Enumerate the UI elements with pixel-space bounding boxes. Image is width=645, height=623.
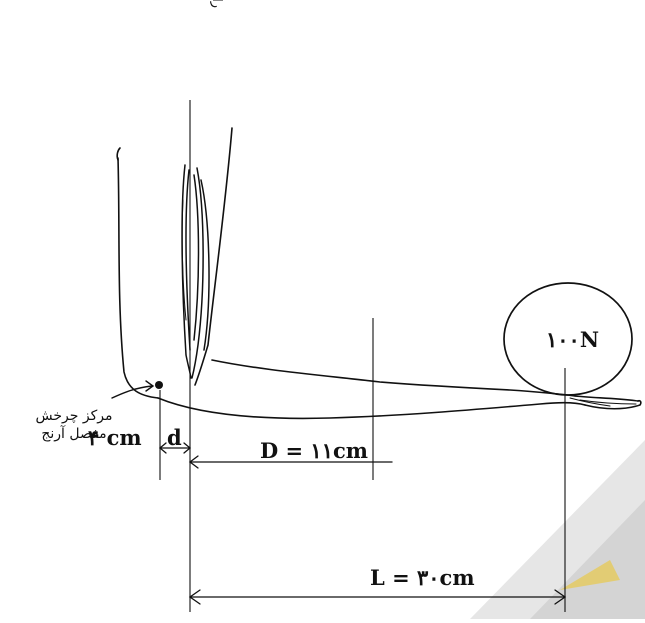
joint-pointer-arrow [111, 380, 155, 399]
dimension-D [188, 455, 393, 469]
elbow-center-label-line2: مفصل آرنج [41, 425, 106, 442]
elbow-center-label-line1: مرکز چرخش [36, 408, 113, 424]
weight-label: ۱۰۰N [546, 327, 599, 352]
forearm [157, 359, 642, 420]
upper-arm [116, 127, 233, 399]
watermark-logo [470, 440, 645, 619]
d-symbol-label: d [167, 425, 182, 450]
biceps-muscle [181, 164, 210, 379]
D-dimension-label: D = ۱۱cm [260, 438, 368, 463]
muscle-force-label: راستای نیروی عضله [209, 0, 224, 8]
reference-lines [159, 100, 566, 612]
weight-ball [503, 282, 633, 396]
d-value-label: ۴ cm [88, 425, 142, 450]
L-dimension-label: L = ۳۰cm [370, 565, 475, 590]
dimension-d [158, 442, 192, 454]
elbow-joint-dot [155, 381, 163, 389]
dimension-L [188, 589, 567, 605]
